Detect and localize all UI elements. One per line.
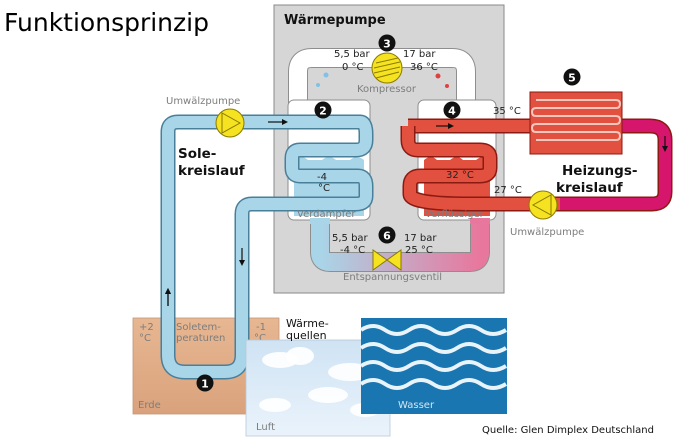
heating-circuit-title-1: Heizungs-	[562, 163, 637, 179]
svg-text:1: 1	[201, 378, 209, 391]
valve-label: Entspannungsventil	[343, 272, 442, 283]
right-top-pressure: 17 bar	[403, 49, 436, 60]
svg-text:2: 2	[319, 105, 327, 118]
temp-out: -1	[256, 322, 266, 333]
right-bottom-temp: 25 °C	[405, 245, 433, 256]
radiator-icon	[529, 91, 623, 155]
compressor-label: Kompressor	[357, 84, 417, 95]
heating-return-temp: 27 °C	[494, 185, 522, 196]
compressor-icon	[371, 52, 403, 84]
marker-3: 3	[378, 34, 396, 52]
heat-sources-title-1: Wärme-	[286, 317, 329, 330]
water-source	[359, 318, 508, 414]
expansion-valve-icon	[372, 249, 402, 271]
brine-temps-label-2: peraturen	[176, 333, 225, 344]
marker-6: 6	[378, 226, 396, 244]
condenser-temp: 32 °C	[446, 170, 474, 181]
condenser-label: Verflüssiger	[425, 209, 485, 220]
brine-temps-label-1: Soletem-	[176, 322, 221, 333]
evaporator-label: Verdampfer	[297, 209, 356, 220]
source-credit: Quelle: Glen Dimplex Deutschland	[482, 425, 654, 436]
air-label: Luft	[256, 422, 275, 433]
left-top-pressure: 5,5 bar	[334, 49, 371, 60]
heating-circuit-title-2: kreislauf	[556, 180, 623, 196]
temp-in: +2	[139, 322, 154, 333]
svg-text:5: 5	[568, 72, 576, 85]
heating-pump-label: Umwälzpumpe	[510, 227, 584, 238]
temp-in-unit: °C	[139, 333, 151, 344]
heating-supply-temp: 35 °C	[493, 106, 521, 117]
evaporator-temp-unit: °C	[318, 183, 330, 194]
brine-pump-icon	[215, 108, 245, 138]
svg-text:6: 6	[383, 230, 391, 243]
marker-5: 5	[563, 68, 581, 86]
heat-sources-title-2: quellen	[286, 329, 327, 342]
left-bottom-pressure: 5,5 bar	[332, 233, 369, 244]
heat-pump-title: Wärmepumpe	[284, 13, 386, 28]
right-top-temp: 36 °C	[410, 62, 438, 73]
brine-circuit-title-2: kreislauf	[178, 163, 245, 179]
earth-label: Erde	[138, 400, 161, 411]
brine-circuit-title-1: Sole-	[178, 146, 216, 162]
left-bottom-temp: -4 °C	[340, 245, 365, 256]
water-label: Wasser	[398, 400, 435, 411]
evaporator-temp: -4	[317, 172, 327, 183]
marker-4: 4	[443, 101, 461, 119]
left-top-temp: 0 °C	[342, 62, 364, 73]
marker-2: 2	[314, 101, 332, 119]
heating-pump-icon	[528, 190, 558, 220]
temp-out-unit: °C	[254, 333, 266, 344]
brine-pump-label: Umwälzpumpe	[166, 96, 240, 107]
heating-pipe	[400, 118, 673, 212]
svg-text:4: 4	[448, 105, 456, 118]
svg-text:3: 3	[383, 38, 391, 51]
right-bottom-pressure: 17 bar	[404, 233, 437, 244]
marker-1: 1	[196, 374, 214, 392]
page-title: Funktionsprinzip	[4, 8, 209, 37]
